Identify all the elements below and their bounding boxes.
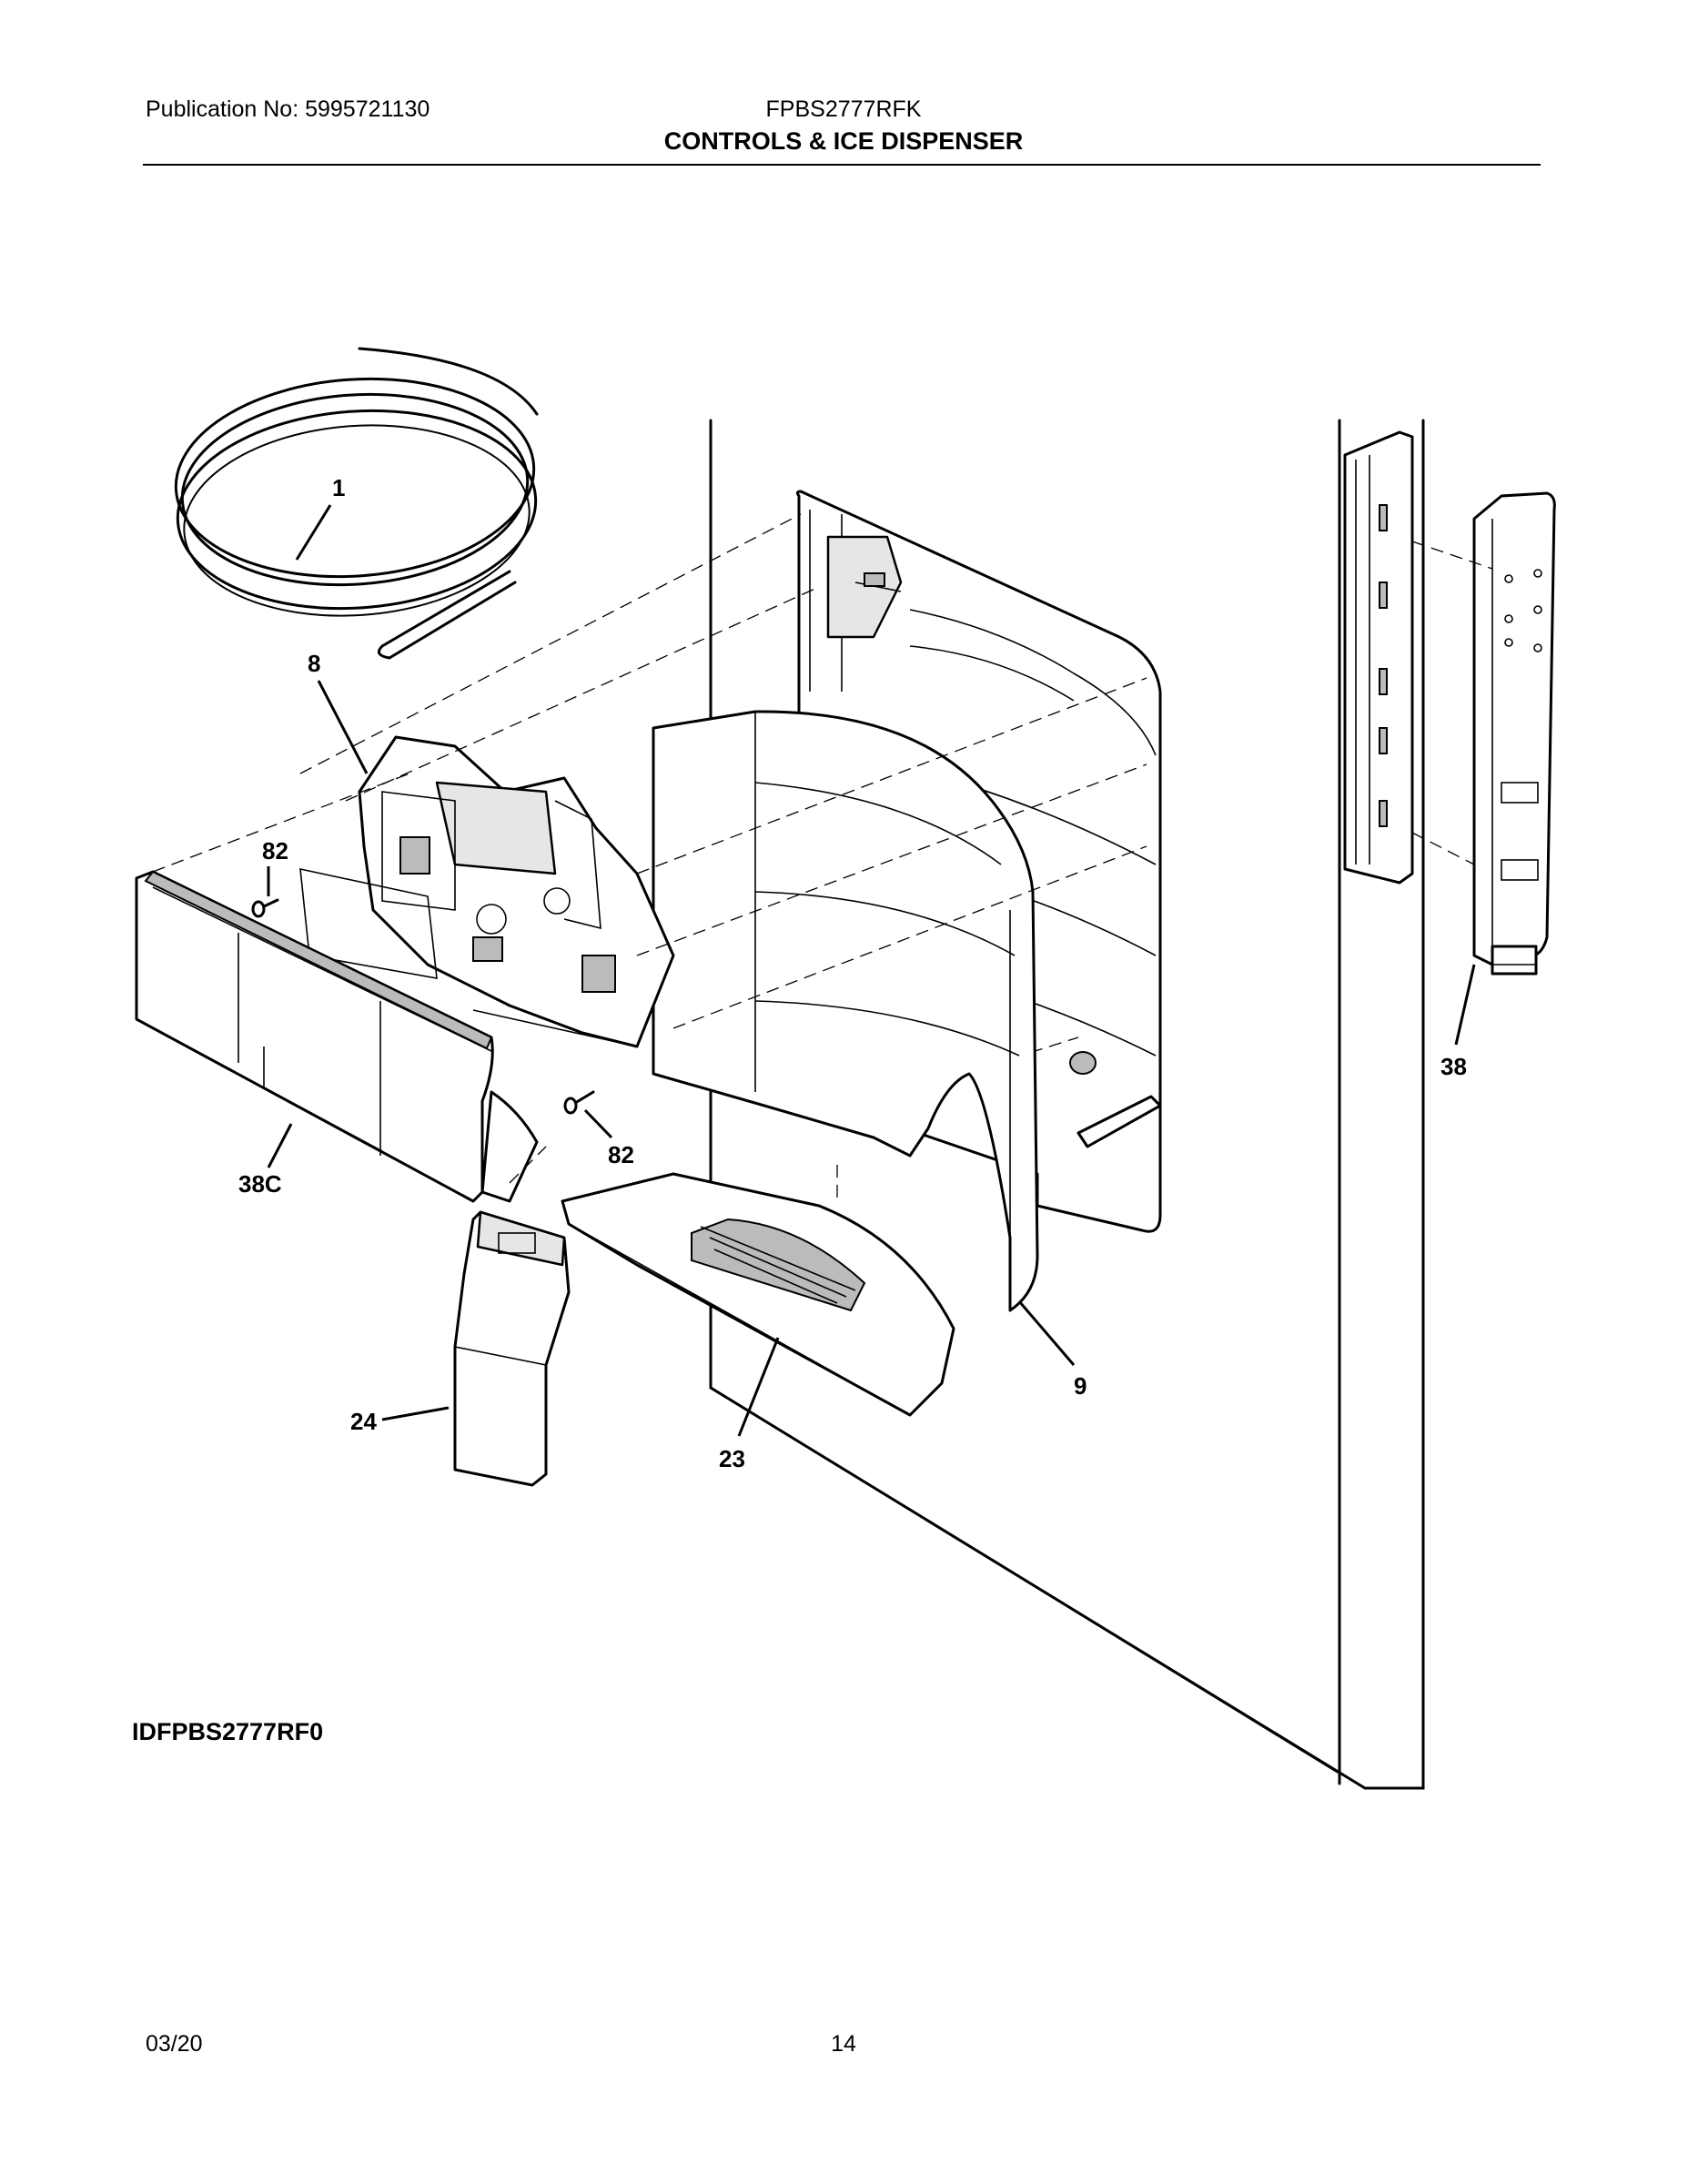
publication-number: Publication No: 5995721130 xyxy=(146,96,430,122)
paddle xyxy=(453,1210,571,1487)
callout-38c: 38C xyxy=(238,1170,282,1198)
callout-24: 24 xyxy=(350,1408,377,1435)
section-title: CONTROLS & ICE DISPENSER xyxy=(663,127,1024,155)
footer-date: 03/20 xyxy=(146,2031,203,2057)
dispenser-housing-assembly xyxy=(299,735,675,1048)
callout-82-lower: 82 xyxy=(608,1141,634,1168)
callout-1: 1 xyxy=(332,474,345,501)
callout-82-upper: 82 xyxy=(262,837,288,864)
callout-38: 38 xyxy=(1440,1053,1467,1080)
paddle-cover xyxy=(135,870,539,1203)
control-panel xyxy=(1343,430,1556,976)
header-rule xyxy=(143,164,1541,166)
drip-tray xyxy=(561,1172,955,1417)
callout-23: 23 xyxy=(719,1445,745,1472)
tubing-coil xyxy=(174,347,539,660)
leader-lines xyxy=(267,504,1476,1437)
screw-upper xyxy=(251,898,279,918)
assembly-guides xyxy=(152,513,1147,1201)
diagram-id: IDFPBS2777RF0 xyxy=(132,1718,324,1745)
dispenser-trim xyxy=(652,710,1039,1312)
screw-lower xyxy=(563,1090,595,1115)
callout-8: 8 xyxy=(308,650,320,677)
callout-9: 9 xyxy=(1074,1372,1087,1400)
page-number: 14 xyxy=(831,2031,856,2057)
model-number: FPBS2777RFK xyxy=(765,96,922,122)
